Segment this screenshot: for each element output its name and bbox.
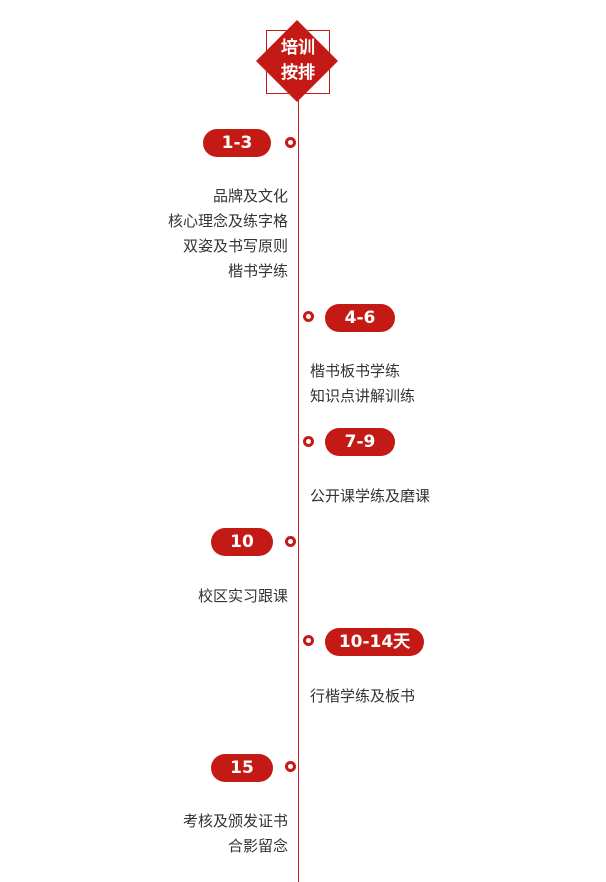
stage-label-4-6: 4-6天 bbox=[325, 304, 395, 356]
stage-items-4-6: 楷书板书学练 知识点讲解训练 bbox=[310, 359, 415, 409]
timeline-line bbox=[298, 100, 299, 882]
timeline-dot bbox=[285, 761, 296, 772]
stage-label-7-9: 7-9天 bbox=[325, 428, 395, 480]
stage-label-1-3: 1-3天 bbox=[203, 129, 271, 181]
list-item: 核心理念及练字格 bbox=[167, 212, 288, 230]
stage-items-10-14: 行楷学练及板书 bbox=[310, 684, 415, 709]
stage-items-10: 校区实习跟课 bbox=[198, 584, 288, 609]
diamond-outline bbox=[266, 30, 330, 94]
header-line-1: 培训 bbox=[281, 38, 315, 58]
list-item: 知识点讲解训练 bbox=[310, 387, 416, 405]
timeline-dot bbox=[285, 536, 296, 547]
list-item: 校区实习跟课 bbox=[197, 587, 288, 605]
header-title: 培训 按排 bbox=[258, 36, 338, 86]
timeline-dot bbox=[285, 137, 296, 148]
list-item: 楷书学练 bbox=[227, 262, 288, 280]
list-item: 公开课学练及磨课 bbox=[310, 487, 431, 505]
stage-label-15: 15天 bbox=[211, 754, 273, 806]
list-item: 双姿及书写原则 bbox=[182, 237, 288, 255]
stage-label-10: 10天 bbox=[211, 528, 273, 580]
stage-items-7-9: 公开课学练及磨课 bbox=[310, 484, 430, 509]
stage-items-1-3: 品牌及文化 核心理念及练字格 双姿及书写原则 楷书学练 bbox=[168, 184, 288, 284]
list-item: 楷书板书学练 bbox=[310, 362, 401, 380]
list-item: 考核及颁发证书 bbox=[182, 812, 288, 830]
list-item: 行楷学练及板书 bbox=[310, 687, 416, 705]
header-diamond: 培训 按排 bbox=[255, 19, 339, 103]
timeline-dot bbox=[303, 311, 314, 322]
timeline-dot bbox=[303, 436, 314, 447]
list-item: 合影留念 bbox=[227, 837, 288, 855]
timeline-dot bbox=[303, 635, 314, 646]
stage-label-10-14: 10-14天 bbox=[325, 628, 424, 656]
header-line-2: 按排 bbox=[281, 63, 315, 83]
stage-items-15: 考核及颁发证书 合影留念 bbox=[183, 809, 288, 859]
list-item: 品牌及文化 bbox=[212, 187, 288, 205]
